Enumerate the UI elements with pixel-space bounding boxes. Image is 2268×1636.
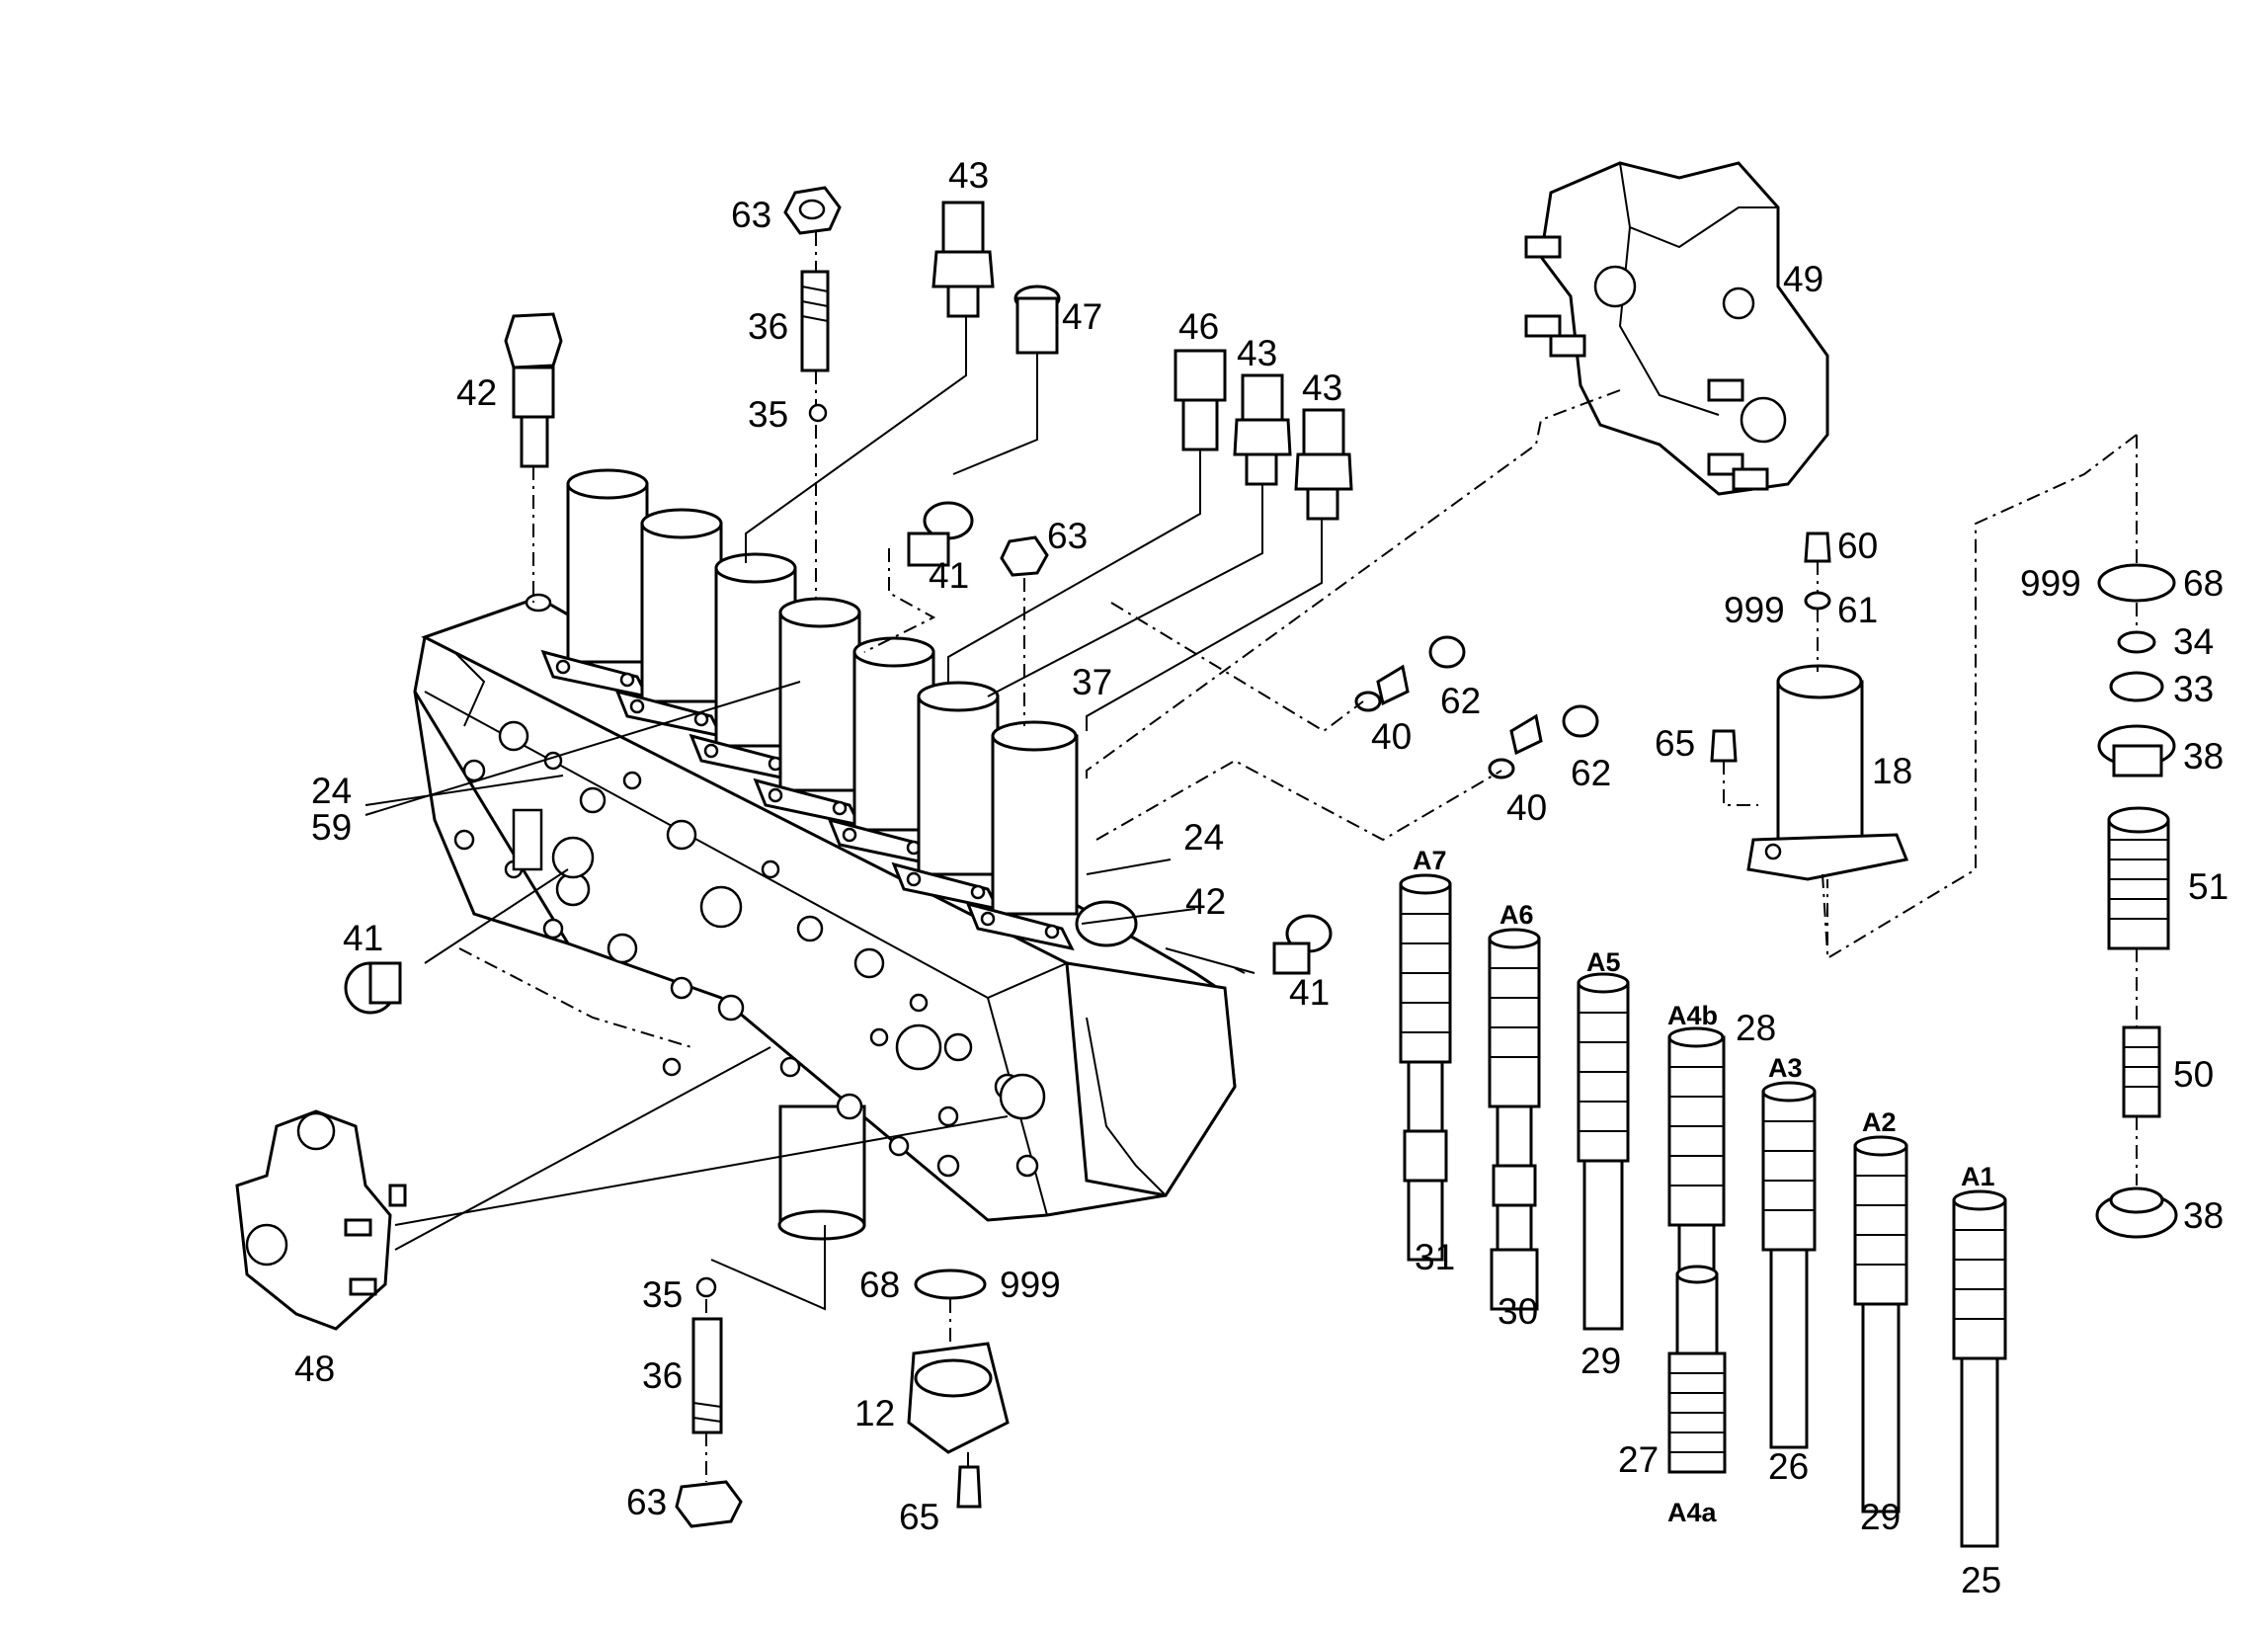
label-47: 47 — [1062, 296, 1102, 337]
label-A4a: A4a — [1667, 1498, 1718, 1527]
housing-49 — [1524, 161, 1829, 496]
label-42-mid: 42 — [1185, 881, 1226, 922]
label-62-b: 62 — [1571, 753, 1611, 793]
label-26: 26 — [1768, 1446, 1809, 1487]
label-25: 25 — [1961, 1560, 2001, 1600]
valve-43-b — [1233, 373, 1292, 486]
label-29-a: 29 — [1580, 1341, 1621, 1381]
label-63-top: 63 — [731, 195, 771, 235]
label-68-top: 68 — [2183, 563, 2224, 604]
label-A2: A2 — [1862, 1107, 1897, 1137]
label-28: 28 — [1736, 1008, 1776, 1048]
valve-43-c — [1294, 408, 1353, 521]
label-60: 60 — [1837, 526, 1878, 566]
nut-63-top — [783, 186, 842, 235]
valve-47 — [1013, 285, 1061, 355]
label-31: 31 — [1415, 1237, 1455, 1277]
label-61: 61 — [1837, 590, 1878, 630]
label-63-bottom: 63 — [626, 1482, 667, 1522]
label-40-b: 40 — [1506, 787, 1547, 828]
label-43-c: 43 — [1302, 368, 1342, 408]
label-A6: A6 — [1499, 900, 1534, 930]
label-35-bottom: 35 — [642, 1274, 683, 1315]
label-A4b: A4b — [1667, 1001, 1718, 1030]
label-36-bottom: 36 — [642, 1355, 683, 1396]
label-A1: A1 — [1961, 1162, 1995, 1191]
label-48: 48 — [294, 1349, 335, 1389]
label-51: 51 — [2188, 866, 2228, 907]
label-A5: A5 — [1586, 947, 1621, 977]
bolt-42-top — [504, 312, 563, 468]
cover-18 — [1710, 532, 1909, 881]
plugs-41 — [344, 914, 1333, 1015]
label-43-a: 43 — [948, 155, 989, 196]
stud-36-top — [800, 270, 830, 372]
label-50: 50 — [2173, 1054, 2214, 1095]
label-68-bottom: 68 — [859, 1265, 900, 1305]
label-24-right: 24 — [1183, 817, 1224, 858]
flange-12 — [907, 1268, 1010, 1509]
label-35-top: 35 — [748, 394, 788, 435]
body-48 — [235, 1109, 407, 1331]
nut-63-mid — [1000, 535, 1049, 577]
label-65-bottom: 65 — [899, 1497, 939, 1537]
label-27: 27 — [1618, 1439, 1659, 1480]
right-stack — [2095, 563, 2178, 1239]
label-46: 46 — [1178, 306, 1219, 347]
label-18: 18 — [1872, 751, 1912, 791]
label-33: 33 — [2173, 669, 2214, 709]
label-38-bottom: 38 — [2183, 1195, 2224, 1236]
valve-43-a — [932, 201, 995, 318]
plug-41-top — [907, 501, 974, 567]
block-holes — [453, 720, 1046, 1178]
label-A3: A3 — [1768, 1053, 1803, 1083]
label-65-right: 65 — [1655, 723, 1695, 764]
spools — [1399, 873, 2007, 1548]
leader-lines — [364, 232, 2138, 1482]
washer-35-top — [808, 403, 828, 423]
label-12: 12 — [854, 1393, 895, 1433]
label-63-mid: 63 — [1047, 516, 1088, 556]
label-49: 49 — [1783, 259, 1823, 299]
part-labels: 63 43 36 47 42 46 43 43 35 63 41 37 49 6… — [294, 155, 2228, 1600]
label-34: 34 — [2173, 621, 2214, 662]
solenoid-cylinders — [525, 468, 1138, 951]
label-30: 30 — [1498, 1291, 1538, 1332]
label-29-b: 29 — [1860, 1497, 1901, 1537]
label-40-a: 40 — [1371, 716, 1412, 757]
label-62-a: 62 — [1440, 681, 1481, 721]
label-999-bottom: 999 — [1000, 1265, 1061, 1305]
valve-46 — [1174, 349, 1227, 451]
label-41-right: 41 — [1289, 972, 1330, 1013]
bottom-stud — [675, 1276, 743, 1528]
label-37: 37 — [1072, 662, 1112, 702]
label-999-68: 999 — [2020, 563, 2081, 604]
label-24-left: 24 — [311, 771, 352, 811]
label-38-top: 38 — [2183, 736, 2224, 777]
parts-40-62 — [1354, 635, 1599, 779]
label-42-top: 42 — [456, 372, 497, 413]
label-43-b: 43 — [1237, 333, 1277, 373]
label-999-61: 999 — [1724, 590, 1785, 630]
label-41-left: 41 — [343, 918, 383, 958]
label-59: 59 — [311, 807, 352, 848]
label-36-top: 36 — [748, 306, 788, 347]
label-41-top: 41 — [929, 555, 969, 596]
label-A7: A7 — [1413, 846, 1447, 875]
